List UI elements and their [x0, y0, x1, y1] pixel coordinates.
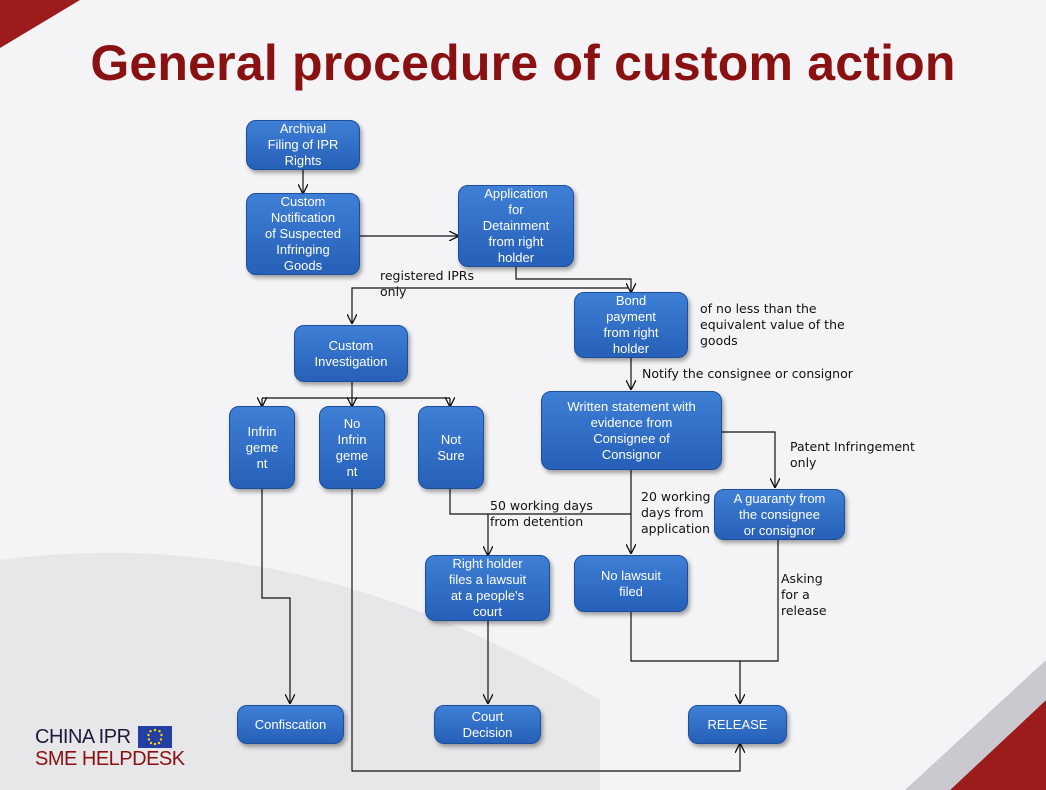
- connector-no-lawsuit-to-release: [630, 612, 740, 662]
- arrow-no-infringement-to-release: [351, 489, 740, 772]
- release-box: RELEASE: [688, 705, 787, 744]
- confiscation-box: Confiscation: [237, 705, 344, 744]
- lawsuit-box: Right holder files a lawsuit at a people…: [425, 555, 550, 621]
- arrow-statement-to-guaranty: [722, 431, 775, 487]
- helpdesk-logo: CHINA IPR SME HELPDESK: [35, 726, 185, 770]
- arrow-application-to-bond: [515, 267, 631, 292]
- twenty-days-label: 20 working days from application: [641, 489, 711, 536]
- application-detainment-box: Application for Detainment from right ho…: [458, 185, 574, 267]
- guaranty-box: A guaranty from the consignee or consign…: [714, 489, 845, 540]
- no-lawsuit-box: No lawsuit filed: [574, 555, 688, 612]
- patent-infringement-label: Patent Infringement only: [790, 439, 915, 470]
- connector-not-sure-to-deadline: [449, 489, 631, 515]
- corner-accent-top-left: [0, 0, 80, 48]
- arrow-infringement-to-confiscation: [261, 489, 290, 703]
- asking-release-label: Asking for a release: [781, 571, 827, 618]
- eu-flag-icon: [138, 726, 172, 748]
- bond-value-note: of no less than the equivalent value of …: [700, 301, 845, 348]
- not-sure-box: Not Sure: [418, 406, 484, 489]
- written-statement-box: Written statement with evidence from Con…: [541, 391, 722, 470]
- logo-line-1: CHINA IPR: [35, 726, 131, 748]
- corner-stripe: [905, 660, 1046, 790]
- custom-notification-box: Custom Notification of Suspected Infring…: [246, 193, 360, 275]
- arrow-notification-to-investigation: [352, 287, 628, 323]
- fifty-days-label: 50 working days from detention: [490, 498, 593, 529]
- registered-iprs-label: registered IPRs only: [380, 268, 474, 299]
- notify-consignee-label: Notify the consignee or consignor: [642, 366, 853, 381]
- archival-filing-box: Archival Filing of IPR Rights: [246, 120, 360, 170]
- bond-payment-box: Bond payment from right holder: [574, 292, 688, 358]
- no-infringement-box: No Infrin geme nt: [319, 406, 385, 489]
- arrow-guaranty-to-release: [740, 540, 779, 703]
- custom-investigation-box: Custom Investigation: [294, 325, 408, 382]
- logo-line-2: SME HELPDESK: [35, 748, 185, 770]
- page-title: General procedure of custom action: [90, 35, 956, 91]
- infringement-box: Infrin geme nt: [229, 406, 295, 489]
- court-decision-box: Court Decision: [434, 705, 541, 744]
